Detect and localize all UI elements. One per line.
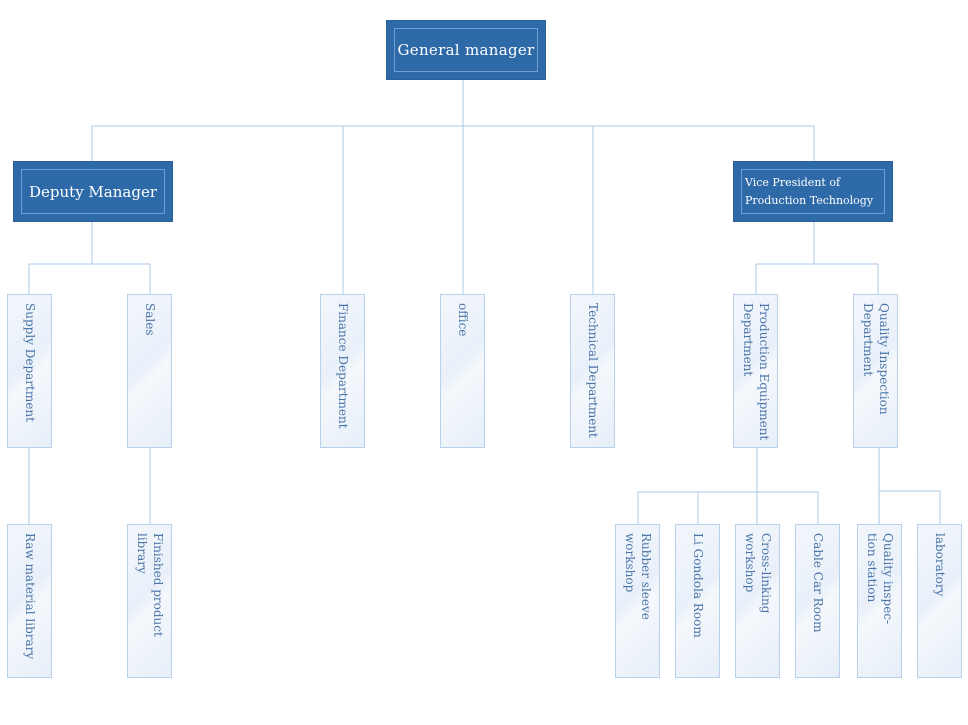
quality-inspection-department-node: Quality Inspection Department <box>853 294 898 448</box>
vp-production-label: Vice President of Production Technology <box>745 175 874 207</box>
production-equipment-department-label: Production Equipment Department <box>741 303 771 441</box>
rubber-sleeve-workshop-label: Rubber sleeve workshop <box>623 533 653 620</box>
sales-node: Sales <box>127 294 172 448</box>
finished-product-library-label: Finished product library <box>135 533 165 637</box>
office-node: office <box>440 294 485 448</box>
raw-material-library-node: Raw material library <box>7 524 52 678</box>
technical-department-node: Technical Department <box>570 294 615 448</box>
supply-department-node: Supply Department <box>7 294 52 448</box>
laboratory-label: laboratory <box>933 533 947 597</box>
office-label: office <box>456 303 470 337</box>
supply-department-label: Supply Department <box>23 303 37 422</box>
li-gondola-room-node: Li Gondola Room <box>675 524 720 678</box>
cross-linking-workshop-label: Cross-linking workshop <box>743 533 773 614</box>
deputy-manager-node: Deputy Manager <box>13 161 173 222</box>
cable-car-room-label: Cable Car Room <box>811 533 825 633</box>
cable-car-room-node: Cable Car Room <box>795 524 840 678</box>
quality-inspection-station-node: Quality inspec- tion station <box>857 524 902 678</box>
deputy-manager-label: Deputy Manager <box>29 182 157 201</box>
production-equipment-department-node: Production Equipment Department <box>733 294 778 448</box>
finance-department-node: Finance Department <box>320 294 365 448</box>
vp-production-node: Vice President of Production Technology <box>733 161 893 222</box>
laboratory-node: laboratory <box>917 524 962 678</box>
general-manager-node: General manager <box>386 20 546 80</box>
quality-inspection-station-label: Quality inspec- tion station <box>865 533 895 625</box>
raw-material-library-label: Raw material library <box>23 533 37 660</box>
sales-label: Sales <box>143 303 157 336</box>
finance-department-label: Finance Department <box>336 303 350 429</box>
quality-inspection-department-label: Quality Inspection Department <box>861 303 891 415</box>
technical-department-label: Technical Department <box>586 303 600 438</box>
general-manager-label: General manager <box>397 41 535 59</box>
li-gondola-room-label: Li Gondola Room <box>691 533 705 638</box>
rubber-sleeve-workshop-node: Rubber sleeve workshop <box>615 524 660 678</box>
finished-product-library-node: Finished product library <box>127 524 172 678</box>
cross-linking-workshop-node: Cross-linking workshop <box>735 524 780 678</box>
